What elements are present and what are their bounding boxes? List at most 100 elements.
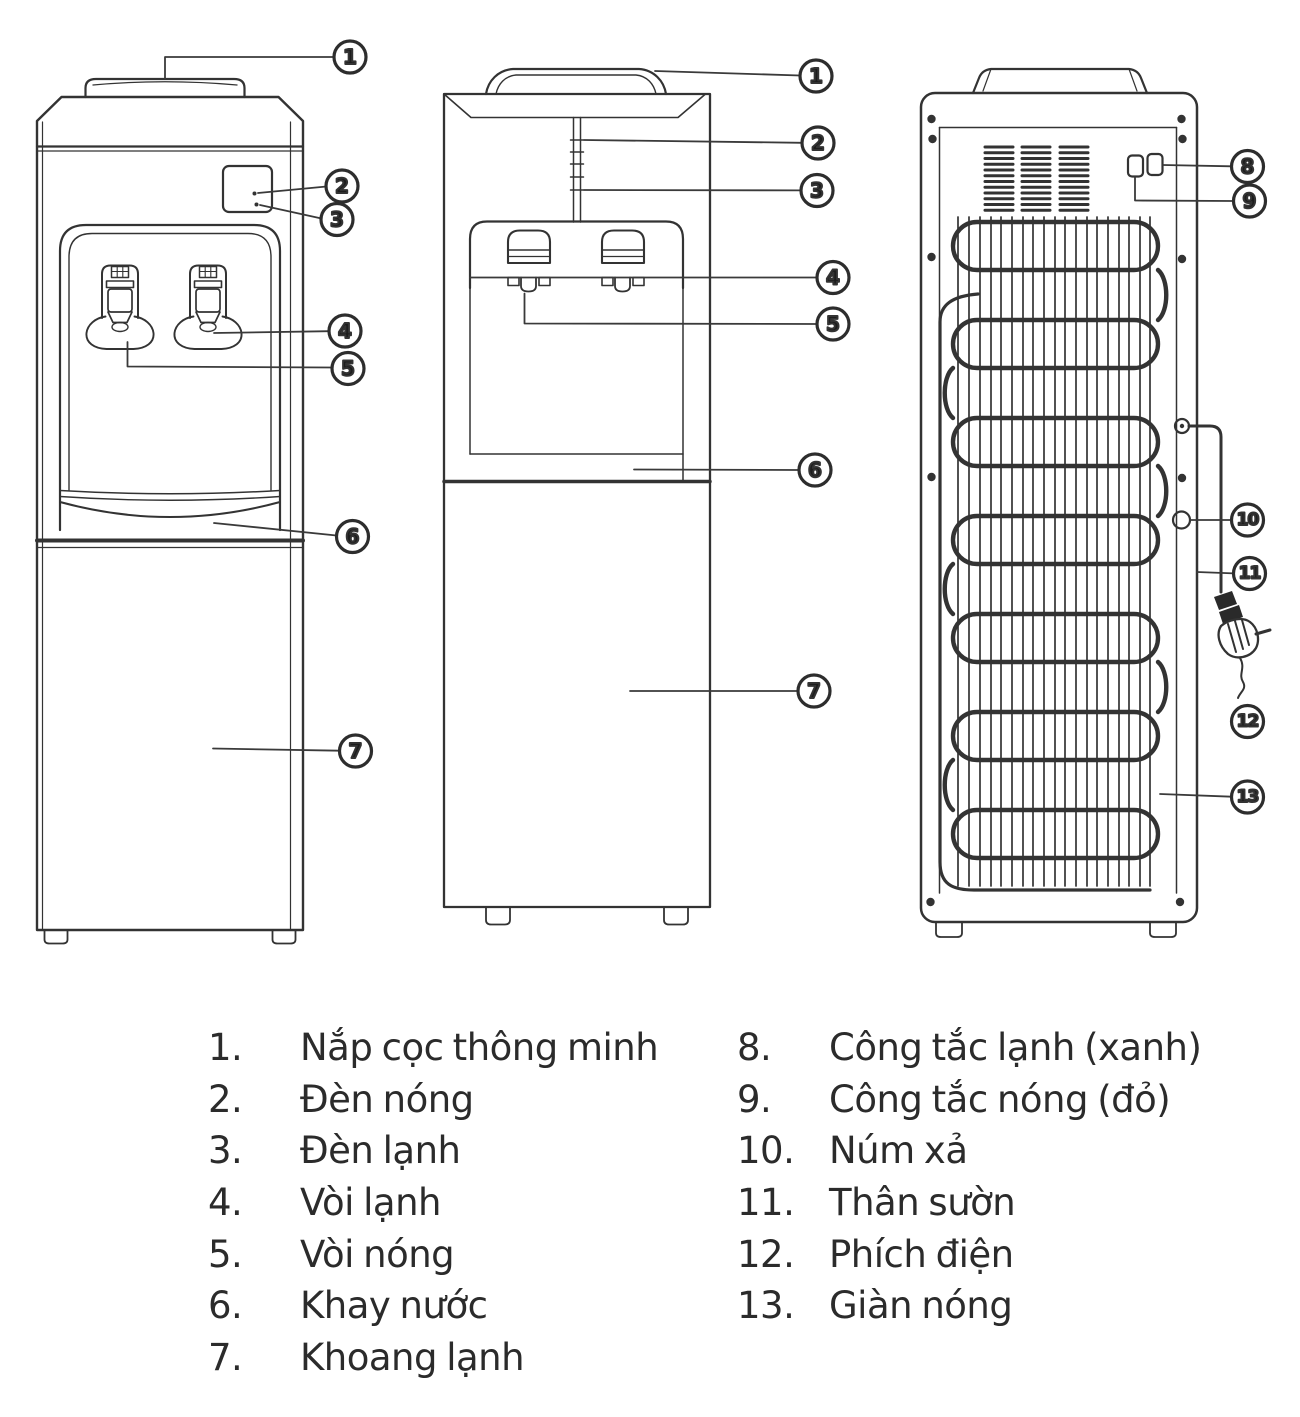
svg-text:4: 4 xyxy=(826,266,840,290)
svg-text:3: 3 xyxy=(810,179,824,203)
legend-item-3: 3. Đèn lạnh xyxy=(208,1125,658,1177)
right-foot xyxy=(663,906,689,926)
legend-number: 6. xyxy=(208,1284,243,1328)
svg-text:8: 8 xyxy=(1241,155,1255,179)
coil-tube xyxy=(942,219,1169,861)
vent-louvers xyxy=(983,145,1090,212)
legend-label: Vòi lạnh xyxy=(300,1181,441,1225)
callout-11-back: 11 xyxy=(1196,555,1268,592)
legend-number: 12. xyxy=(737,1232,795,1276)
svg-text:1: 1 xyxy=(809,64,823,88)
diagram-canvas: 1 2 3 4 5 xyxy=(35,39,1272,945)
svg-text:10: 10 xyxy=(1237,510,1260,530)
screws xyxy=(926,114,1187,907)
cold-tap-spout xyxy=(601,276,645,293)
power-cord-tube xyxy=(1187,424,1223,594)
hot-switch xyxy=(1146,152,1164,177)
legend-item-11: 11. Thân sườn xyxy=(737,1177,1201,1229)
svg-text:7: 7 xyxy=(349,739,363,763)
callout-9-back: 9 xyxy=(1134,176,1268,219)
cold-lamp-dot xyxy=(254,202,259,207)
legend-item-9: 9. Công tắc nóng (đỏ) xyxy=(737,1074,1201,1126)
callout-3-front: 3 xyxy=(259,201,355,238)
legend-number: 9. xyxy=(737,1077,772,1121)
back-view-diagram: 8 9 10 11 12 xyxy=(919,67,1272,938)
legend-item-5: 5. Vòi nóng xyxy=(208,1229,658,1281)
cold-tap-lever xyxy=(600,229,646,265)
callout-1-front: 1 xyxy=(164,39,368,80)
faucet-panel xyxy=(468,220,685,290)
callout-5-open: 5 xyxy=(523,292,851,342)
legend-item-10: 10.Núm xả xyxy=(737,1125,1201,1177)
legend-item-8: 8.Công tắc lạnh (xanh) xyxy=(737,1022,1202,1074)
callout-12-back: 12 xyxy=(1229,703,1266,740)
legend-column-right: 8.Công tắc lạnh (xanh) 9. Công tắc nóng (… xyxy=(737,1022,1202,1332)
svg-text:9: 9 xyxy=(1243,189,1257,213)
coil-support-wires xyxy=(957,216,1151,887)
svg-text:2: 2 xyxy=(335,174,349,198)
bottle-seat-cap xyxy=(484,67,668,96)
svg-text:1: 1 xyxy=(343,45,357,69)
legend-number: 7. xyxy=(208,1336,243,1380)
drain-knob xyxy=(1171,510,1192,530)
water-level-tube xyxy=(569,116,585,223)
legend-item-2: 2. Đèn nóng xyxy=(208,1074,658,1126)
callout-2-open: 2 xyxy=(583,125,836,161)
coil-return-pipe xyxy=(938,292,1152,892)
svg-text:6: 6 xyxy=(346,525,360,549)
pipe-fitting-dot xyxy=(1179,423,1185,429)
legend-item-6: 6.Khay nước xyxy=(208,1280,658,1332)
power-plug xyxy=(1214,591,1272,699)
legend-number: 2. xyxy=(208,1077,243,1121)
legend-label: Đèn nóng xyxy=(300,1077,474,1121)
cabinet-outline xyxy=(919,91,1199,924)
legend-number: 3. xyxy=(208,1129,243,1173)
power-cord-end xyxy=(1237,657,1246,699)
hot-tap-lever xyxy=(506,229,552,265)
top-funnel-face xyxy=(443,93,707,119)
legend-label: Thân sườn xyxy=(829,1181,1016,1225)
legend-label: Vòi nóng xyxy=(300,1232,455,1276)
svg-text:2: 2 xyxy=(811,131,825,155)
legend-number: 5. xyxy=(208,1232,243,1276)
bottle-seat-cap-rim xyxy=(495,74,657,95)
legend-number: 13. xyxy=(737,1284,795,1328)
top-cap xyxy=(971,67,1149,95)
callout-7-open: 7 xyxy=(629,673,832,709)
svg-text:11: 11 xyxy=(1239,564,1261,584)
front-open-view-diagram: 1 2 3 4 5 xyxy=(442,58,851,926)
legend-item-1: 1.Nắp cọc thông minh xyxy=(208,1022,659,1074)
legend-label: Giàn nóng xyxy=(829,1284,1013,1328)
svg-text:3: 3 xyxy=(330,208,344,232)
hot-tap-spout xyxy=(507,276,551,293)
legend-label: Nắp cọc thông minh xyxy=(300,1026,659,1069)
callout-7-front: 7 xyxy=(212,733,374,769)
cold-faucet xyxy=(173,264,243,350)
legend-number: 8. xyxy=(737,1026,772,1069)
drip-tray xyxy=(59,489,281,518)
callout-8-back: 8 xyxy=(1162,148,1266,185)
legend-item-13: 13. Giàn nóng xyxy=(737,1280,1201,1332)
condenser-coil xyxy=(938,216,1169,892)
dispense-recess-inner xyxy=(68,232,272,491)
legend-label: Khoang lạnh xyxy=(300,1336,525,1380)
legend-label: Đèn lạnh xyxy=(300,1129,461,1173)
left-foot xyxy=(935,921,963,938)
legend-number: 11. xyxy=(737,1181,795,1225)
callout-13-back: 13 xyxy=(1159,779,1266,815)
hot-faucet xyxy=(85,264,155,350)
svg-text:12: 12 xyxy=(1237,712,1259,732)
svg-text:6: 6 xyxy=(808,458,822,482)
svg-text:5: 5 xyxy=(826,312,840,336)
callout-5-front: 5 xyxy=(126,341,366,387)
svg-text:7: 7 xyxy=(807,679,821,703)
callout-6-open: 6 xyxy=(633,452,833,488)
legend-number: 10. xyxy=(737,1129,795,1173)
indicator-panel xyxy=(221,164,274,214)
right-foot xyxy=(1149,921,1177,938)
legend-label: Công tắc nóng (đỏ) xyxy=(829,1077,1171,1121)
hot-lamp-dot xyxy=(252,191,257,196)
cabinet-outline xyxy=(35,95,305,932)
legend-column-left: 1.Nắp cọc thông minh 2. Đèn nóng 3. Đèn lạ… xyxy=(208,1022,659,1384)
